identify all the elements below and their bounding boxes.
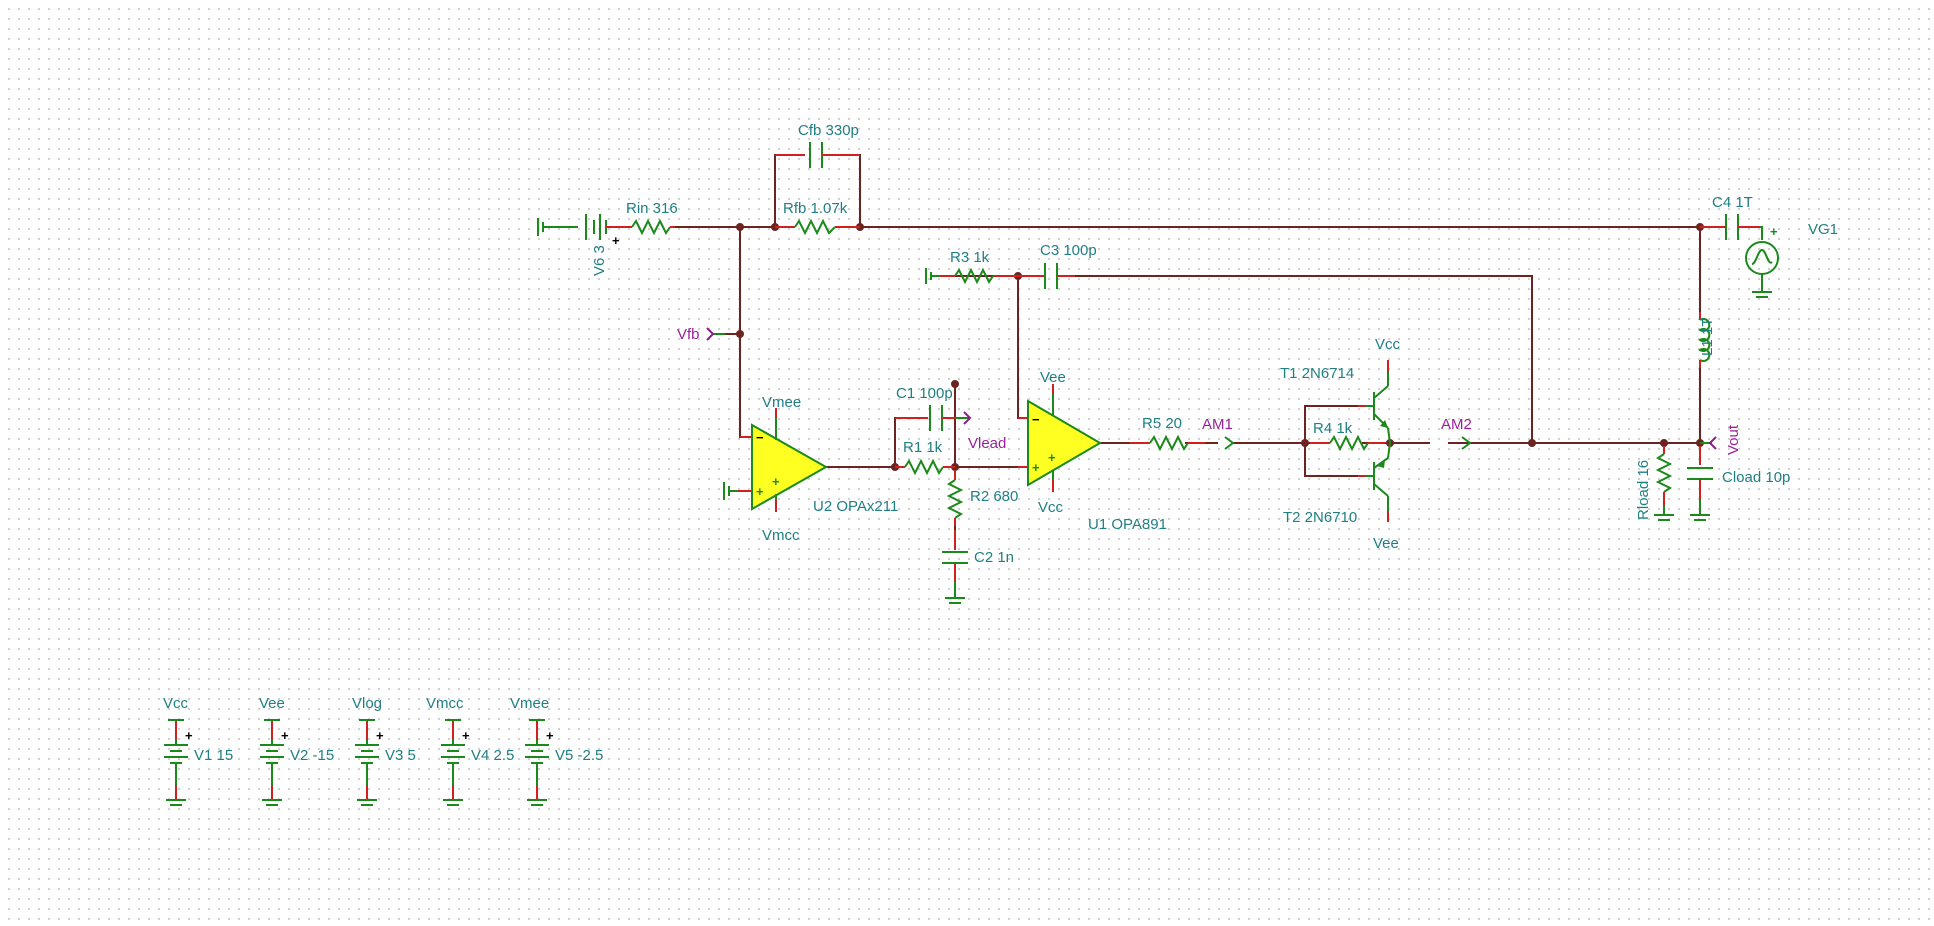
v4-net-label: Vmcc [426, 695, 464, 712]
supply-v3[interactable]: + [355, 719, 384, 806]
c2-capacitor[interactable] [942, 530, 968, 604]
vfb-net-label: Vfb [677, 326, 700, 343]
cfb-capacitor[interactable] [775, 142, 860, 168]
u2-vmcc-label: Vmcc [762, 527, 800, 544]
cload-label: Cload 10p [1722, 469, 1790, 486]
t1-transistor[interactable] [1358, 360, 1391, 444]
c3-label: C3 100p [1040, 242, 1097, 259]
l1-inductor[interactable] [1698, 312, 1711, 368]
junction-nodes [736, 223, 1704, 471]
v5-plus-sign: + [546, 728, 554, 743]
v3-plus-sign: + [376, 728, 384, 743]
u2-minus-sign: − [756, 430, 764, 445]
rfb-resistor[interactable] [775, 218, 860, 236]
r2-label: R2 680 [970, 488, 1018, 505]
r1-resistor[interactable] [895, 458, 955, 476]
component-labels: Rin 316 Cfb 330p Rfb 1.07k V6 3 C4 1T VG… [591, 122, 1838, 566]
v3-net-label: Vlog [352, 695, 382, 712]
u2-opamp[interactable]: − + + [723, 408, 829, 512]
supply-v5[interactable]: + [525, 719, 554, 806]
c3-capacitor[interactable] [1018, 263, 1075, 289]
supply-labels: Vcc V1 15 Vee V2 -15 Vlog V3 5 Vmcc V4 2… [163, 695, 603, 764]
v4-name-label: V4 2.5 [471, 747, 514, 764]
u1-vcc-label: Vcc [1038, 499, 1064, 516]
am1-net-label: AM1 [1202, 416, 1233, 433]
u1-plus-sign: + [1048, 450, 1056, 465]
r4-label: R4 1k [1313, 420, 1353, 437]
vout-terminal[interactable] [1700, 436, 1717, 450]
supply-v1[interactable]: + [164, 719, 193, 806]
rload-label: Rload 16 [1635, 460, 1652, 520]
am1-ammeter[interactable] [1224, 436, 1235, 450]
vfb-terminal[interactable] [706, 327, 725, 341]
vout-net-label: Vout [1725, 424, 1742, 455]
am2-net-label: AM2 [1441, 416, 1472, 433]
v2-plus-sign: + [281, 728, 289, 743]
r1-label: R1 1k [903, 439, 943, 456]
cfb-label: Cfb 330p [798, 122, 859, 139]
c4-label: C4 1T [1712, 194, 1753, 211]
v5-name-label: V5 -2.5 [555, 747, 603, 764]
v2-name-label: V2 -15 [290, 747, 334, 764]
supply-v2[interactable]: + [260, 719, 289, 806]
t1-vcc-label: Vcc [1375, 336, 1401, 353]
t2-transistor[interactable] [1358, 442, 1391, 522]
rin-resistor[interactable] [620, 218, 675, 236]
v4-plus-sign: + [462, 728, 470, 743]
vlead-net-label: Vlead [968, 435, 1006, 452]
v6-battery[interactable]: + [537, 214, 620, 248]
v3-name-label: V3 5 [385, 747, 416, 764]
am2-ammeter[interactable] [1461, 436, 1472, 450]
c4-capacitor[interactable] [1700, 214, 1760, 240]
r2-resistor[interactable] [946, 470, 964, 526]
u2-vmee-label: Vmee [762, 394, 801, 411]
u1-label: U1 OPA891 [1088, 516, 1167, 533]
supply-v4[interactable]: + [441, 719, 470, 806]
vg1-label: VG1 [1808, 221, 1838, 238]
r3-label: R3 1k [950, 249, 990, 266]
t2-label: T2 2N6710 [1283, 509, 1357, 526]
v1-plus-sign: + [185, 728, 193, 743]
cload-capacitor[interactable] [1687, 446, 1713, 521]
v6-label: V6 3 [591, 245, 608, 276]
u1-opamp[interactable]: − + + [1018, 384, 1102, 492]
t2-vee-label: Vee [1373, 535, 1399, 552]
c2-label: C2 1n [974, 549, 1014, 566]
u1-vee-label: Vee [1040, 369, 1066, 386]
rload-resistor[interactable] [1654, 446, 1674, 521]
c1-label: C1 100p [896, 385, 953, 402]
v1-name-label: V1 15 [194, 747, 233, 764]
l1-label: L1 1T [1699, 318, 1716, 356]
u2-label: U2 OPAx211 [813, 498, 898, 515]
r4-resistor[interactable] [1310, 434, 1385, 452]
rfb-label: Rfb 1.07k [783, 200, 848, 217]
v5-net-label: Vmee [510, 695, 549, 712]
t1-label: T1 2N6714 [1280, 365, 1354, 382]
r3-resistor[interactable] [925, 267, 1018, 285]
r5-label: R5 20 [1142, 415, 1182, 432]
u1-minus-sign: − [1032, 412, 1040, 427]
c1-capacitor[interactable] [895, 405, 972, 431]
rin-label: Rin 316 [626, 200, 678, 217]
wires [675, 154, 1701, 598]
u2-plus-sign: + [772, 474, 780, 489]
vg1-plus-sign: + [1770, 224, 1778, 239]
u2-plus-sign-2: + [756, 484, 764, 499]
r5-resistor[interactable] [1130, 434, 1205, 452]
vg1-source[interactable]: + [1745, 224, 1779, 298]
v6-plus-sign: + [612, 233, 620, 248]
net-labels: Vfb Vlead AM1 AM2 Vout [677, 326, 1742, 455]
v1-net-label: Vcc [163, 695, 189, 712]
v2-net-label: Vee [259, 695, 285, 712]
u1-plus-sign-2: + [1032, 460, 1040, 475]
